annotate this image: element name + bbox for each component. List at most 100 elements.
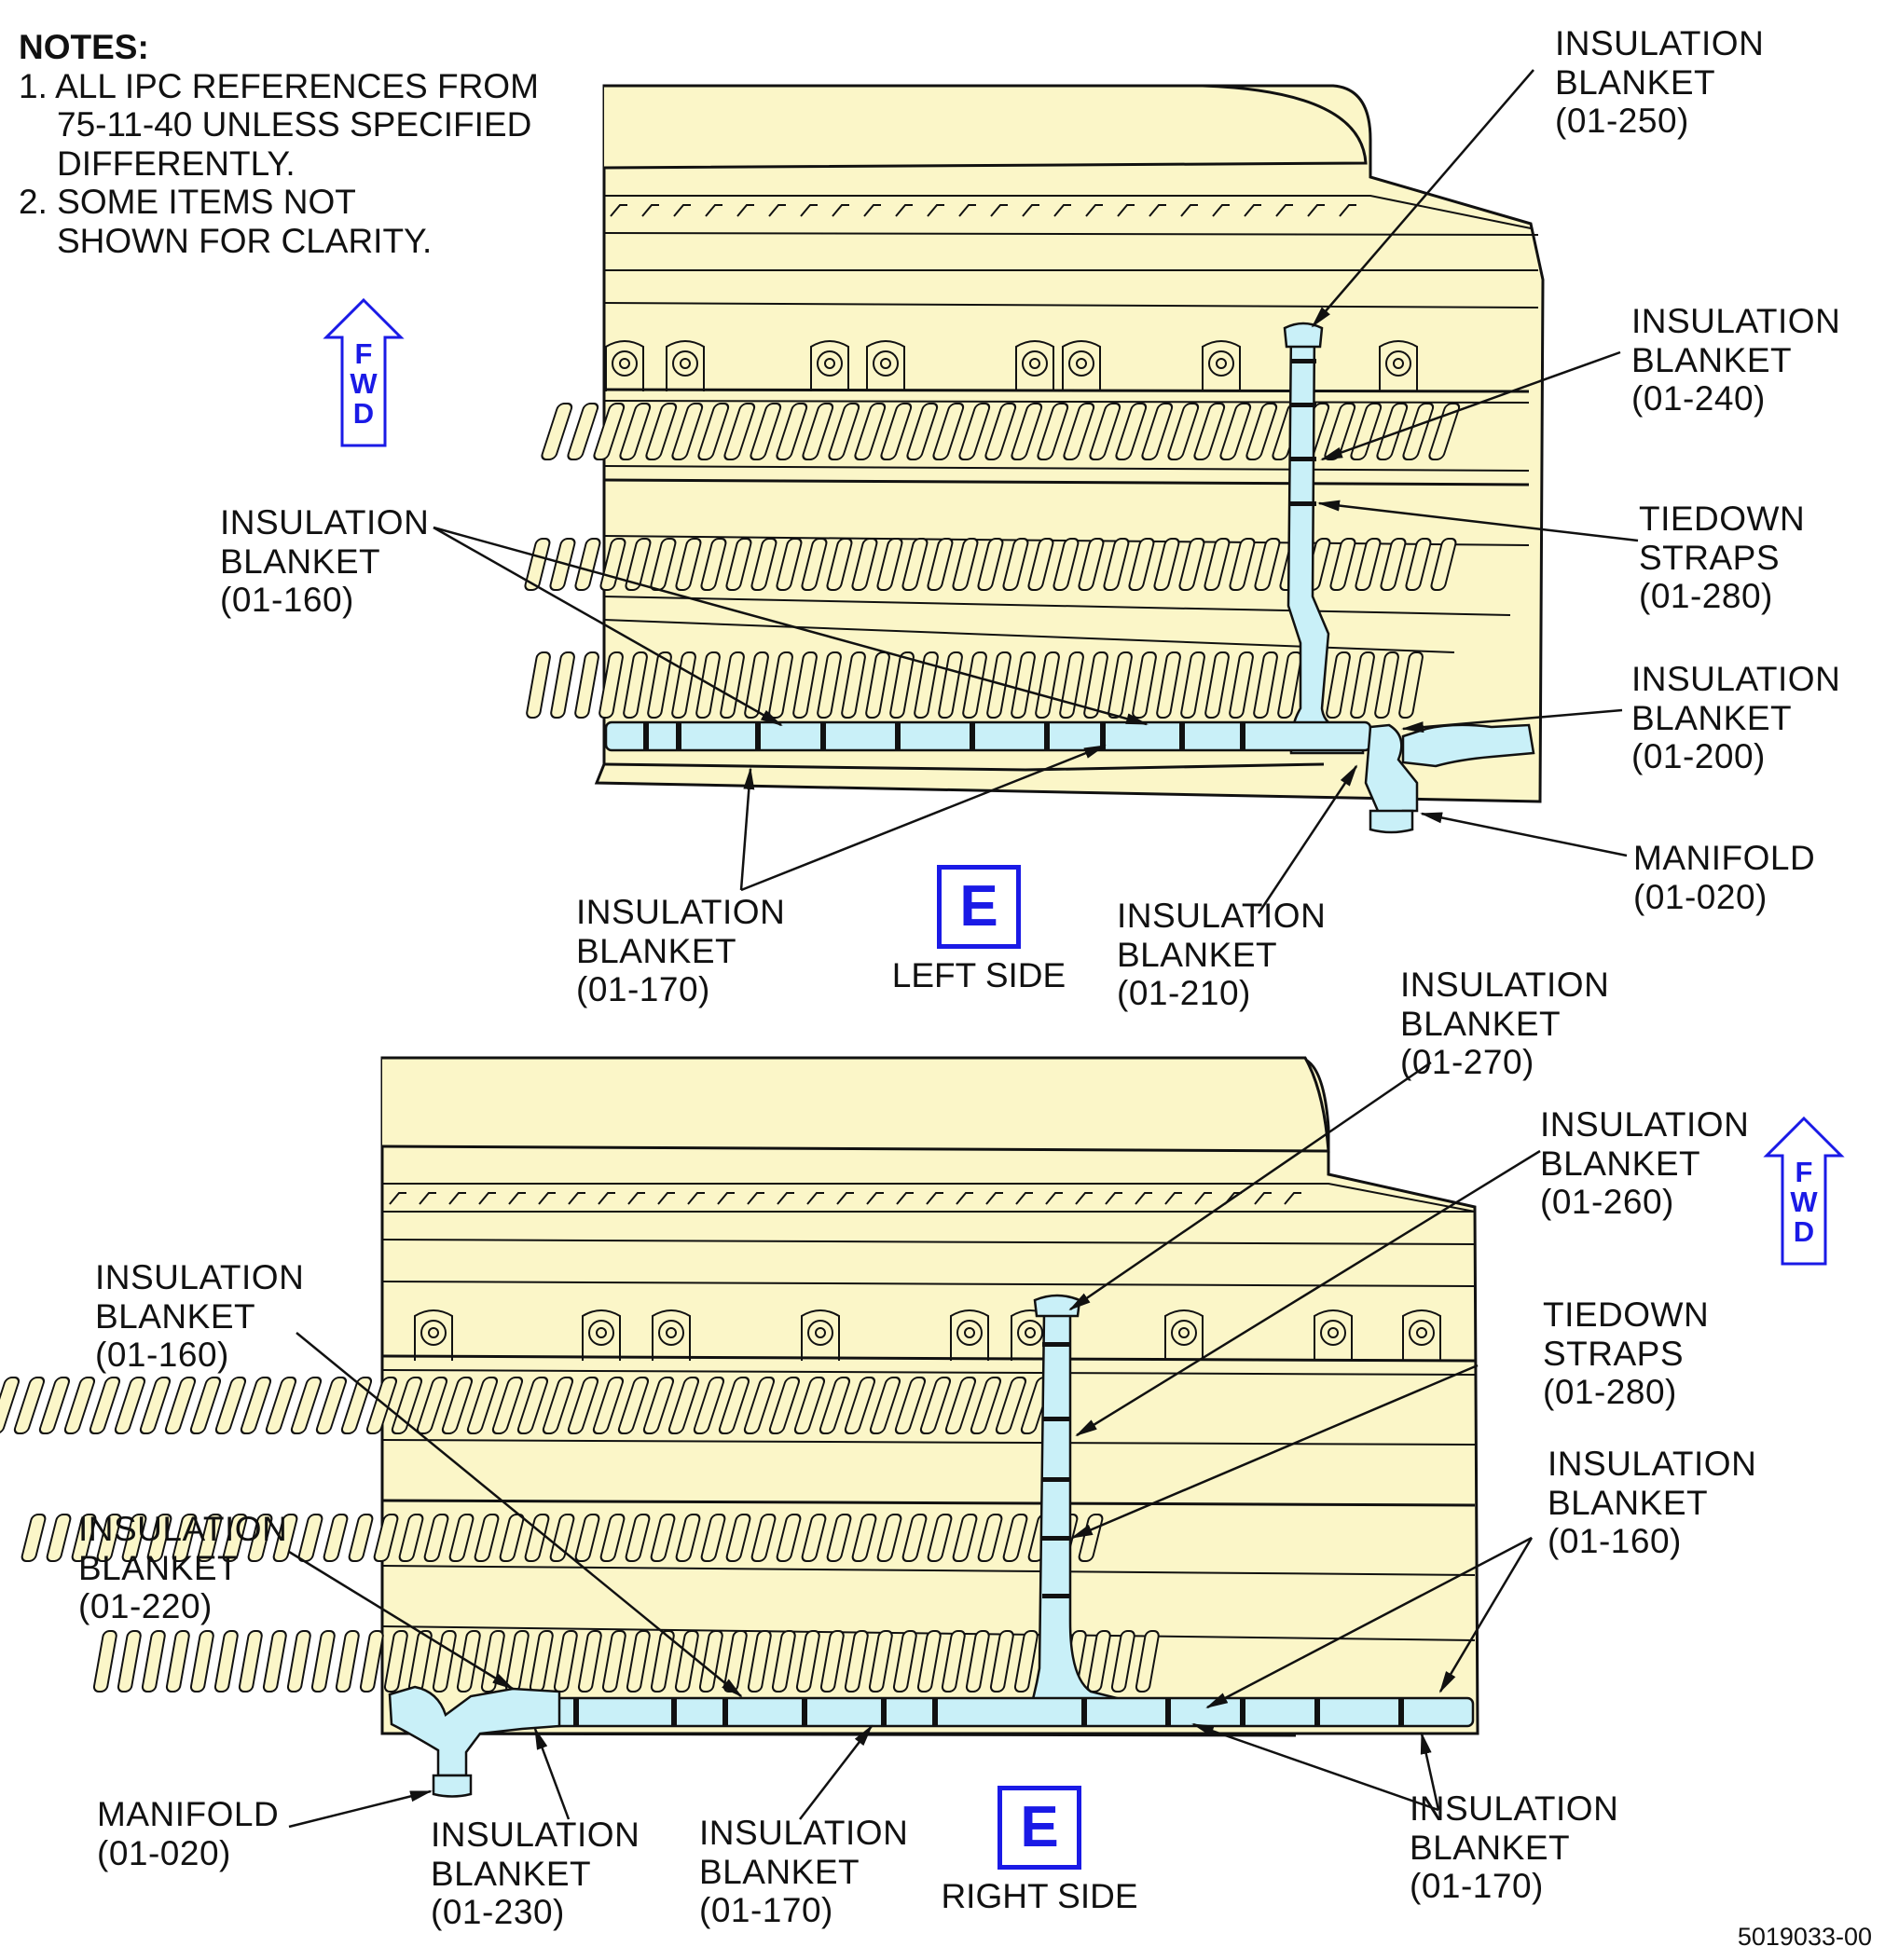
- stator-vane: [1089, 403, 1121, 460]
- callout-line: INSULATION: [431, 1816, 640, 1854]
- stator-vane: [952, 1514, 978, 1562]
- callout-line: (01-170): [576, 970, 710, 1008]
- stator-vane: [592, 1377, 625, 1434]
- stator-vane: [1428, 403, 1461, 460]
- note-text: SHOWN FOR CLARITY.: [57, 221, 433, 260]
- callout-line: (01-200): [1631, 737, 1766, 775]
- callout-insulation-blanket-240: INSULATION BLANKET (01-240): [1631, 302, 1840, 418]
- fwd-letter: F: [1796, 1156, 1813, 1188]
- stator-vane: [164, 1377, 197, 1434]
- mount-boss-hole: [964, 1327, 975, 1338]
- stator-vane: [700, 538, 727, 591]
- left-side-view-drawing: [524, 84, 1545, 803]
- stator-vane: [1380, 538, 1407, 591]
- mount-boss-hole: [680, 358, 691, 369]
- stator-vane: [1355, 538, 1382, 591]
- callout-line: BLANKET: [1117, 935, 1278, 974]
- stator-vane: [213, 1630, 239, 1693]
- mount-bracket: [1015, 340, 1054, 391]
- mount-bracket: [1379, 340, 1418, 391]
- stator-vane: [617, 1377, 650, 1434]
- casing-tooth: [768, 204, 786, 217]
- mount-boss-hole: [1416, 1327, 1427, 1338]
- stator-vane: [516, 1377, 549, 1434]
- stator-vane: [671, 403, 704, 460]
- stator-vane: [416, 1377, 448, 1434]
- casing-tooth: [448, 1192, 466, 1205]
- stator-vane: [854, 403, 887, 460]
- stator-vane: [1204, 651, 1230, 719]
- view-caption-left-side: E LEFT SIDE: [876, 865, 1081, 995]
- mount-bracket: [866, 340, 905, 391]
- stator-vane: [667, 1377, 700, 1434]
- stator-vane: [323, 1514, 349, 1562]
- callout-insulation-blanket-160-top: INSULATION BLANKET (01-160): [220, 503, 429, 620]
- tiedown-strap: [1290, 403, 1316, 407]
- mount-boss-hole: [1029, 358, 1040, 369]
- mount-bracket: [652, 1309, 691, 1361]
- stator-vane: [698, 1630, 723, 1693]
- casing-tooth: [1117, 204, 1135, 217]
- stator-vane: [1156, 651, 1181, 719]
- stator-vane: [750, 1514, 777, 1562]
- stator-vane: [743, 1377, 776, 1434]
- casing-tooth: [610, 204, 627, 217]
- view-letter-box: E: [937, 865, 1021, 949]
- stator-vane: [290, 1377, 323, 1434]
- stator-vane: [574, 651, 599, 719]
- tiedown-strap: [1042, 1477, 1071, 1482]
- tiedown-strap: [1165, 1698, 1171, 1726]
- callout-line: INSULATION: [220, 503, 430, 541]
- casing-tooth: [1212, 204, 1230, 217]
- callout-line: (01-220): [78, 1587, 213, 1625]
- mount-boss-hole: [666, 1327, 677, 1338]
- stator-vane: [526, 651, 551, 719]
- mount-bracket: [1402, 1309, 1441, 1361]
- mount-boss-hole: [1393, 358, 1404, 369]
- horizontal-blanket-170: [548, 1696, 1475, 1728]
- mount-boss: [420, 1320, 447, 1346]
- stator-vane: [750, 403, 782, 460]
- stator-vane: [916, 1630, 942, 1693]
- mount-bracket: [582, 1309, 621, 1361]
- mount-boss-hole: [880, 358, 891, 369]
- callout-insulation-blanket-170-right: INSULATION BLANKET (01-170): [1410, 1789, 1618, 1906]
- stator-vane: [851, 538, 878, 591]
- stator-vane: [599, 538, 626, 591]
- stator-vane: [286, 1630, 311, 1693]
- stator-vane: [441, 1377, 474, 1434]
- leader-lines: [288, 69, 1639, 1829]
- mount-boss: [873, 350, 899, 377]
- casing-tooth: [956, 1192, 973, 1205]
- stator-vane: [1011, 651, 1036, 719]
- casing-tooth: [1015, 1192, 1033, 1205]
- view-caption-right-side: E RIGHT SIDE: [923, 1786, 1156, 1916]
- stator-vane: [1108, 651, 1133, 719]
- stator-vane: [919, 1377, 952, 1434]
- stator-vane: [958, 403, 991, 460]
- mount-boss: [588, 1320, 614, 1346]
- callout-line: MANIFOLD: [1633, 839, 1816, 877]
- stator-vane: [970, 1377, 1002, 1434]
- stator-vane: [938, 651, 963, 719]
- note-2-line-1: 2. SOME ITEMS NOT: [19, 183, 539, 222]
- stator-vane: [802, 403, 834, 460]
- stator-vane: [21, 1514, 47, 1562]
- casing-tooth: [800, 204, 818, 217]
- mount-boss: [1409, 1320, 1435, 1346]
- callout-line: BLANKET: [431, 1854, 592, 1893]
- stator-vane: [524, 538, 551, 591]
- stator-vane: [674, 1630, 699, 1693]
- stator-vane: [1229, 651, 1254, 719]
- stator-vane: [697, 403, 730, 460]
- mount-bracket: [1314, 1309, 1353, 1361]
- tiedown-strap: [755, 722, 761, 750]
- mount-bracket: [1062, 340, 1101, 391]
- note-number: 2.: [19, 183, 48, 221]
- casing-tooth: [641, 204, 659, 217]
- stator-vane: [625, 1514, 651, 1562]
- stator-vane: [1115, 403, 1148, 460]
- casing-tooth: [1339, 204, 1356, 217]
- stator-vane: [1253, 651, 1278, 719]
- stator-vane: [222, 1514, 248, 1562]
